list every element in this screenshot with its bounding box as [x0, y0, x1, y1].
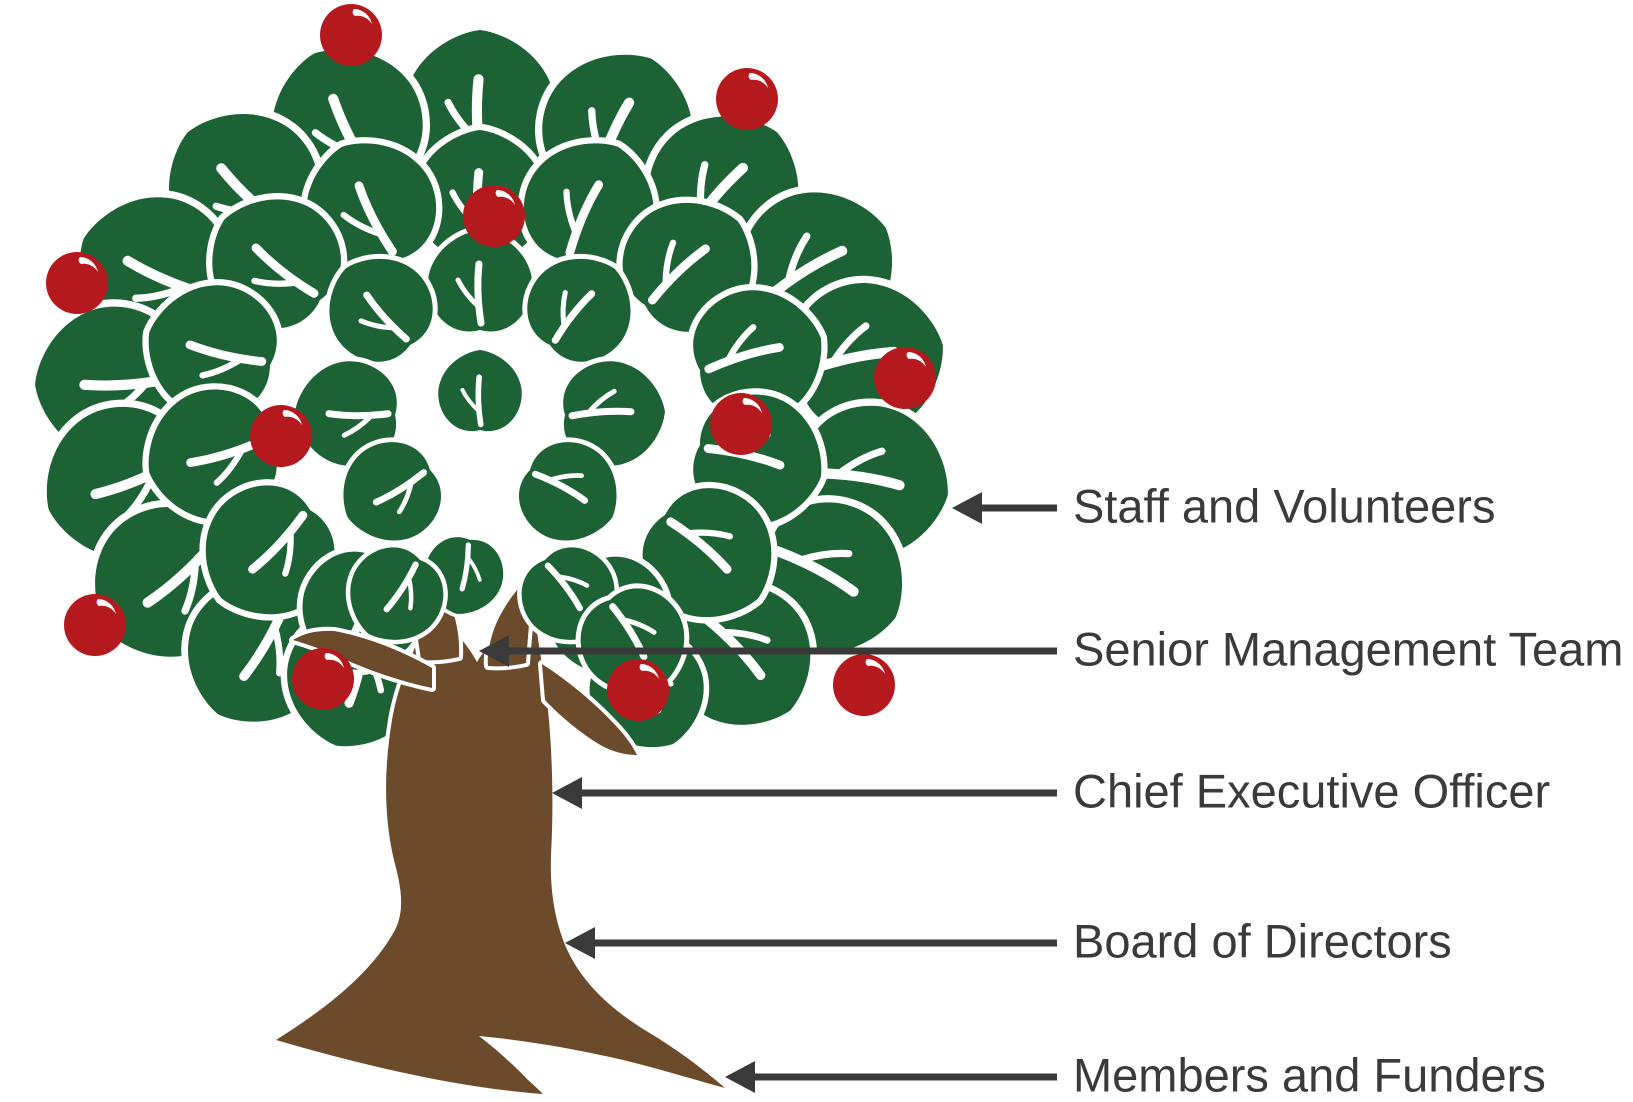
annotation-arrows	[479, 492, 1057, 1093]
leaf	[438, 350, 522, 431]
apple	[874, 347, 936, 409]
label-staff-and-volunteers: Staff and Volunteers	[1073, 479, 1496, 533]
branch-right-lower	[538, 660, 641, 759]
apple	[607, 659, 669, 721]
label-senior-management-team: Senior Management Team	[1073, 622, 1624, 676]
board-arrow	[565, 927, 1057, 959]
leaf	[428, 230, 532, 331]
apple	[64, 594, 126, 656]
label-members-and-funders: Members and Funders	[1073, 1048, 1546, 1102]
apple	[250, 405, 312, 467]
senior-arrow	[479, 635, 1057, 667]
apple	[46, 252, 108, 314]
apple	[320, 4, 382, 66]
label-chief-executive-officer: Chief Executive Officer	[1073, 764, 1551, 818]
members-arrow	[725, 1061, 1057, 1093]
branch-left-lower	[289, 626, 436, 692]
staff-arrow	[952, 492, 1057, 524]
apple	[463, 185, 525, 247]
chief-arrow	[552, 777, 1057, 809]
apple	[710, 393, 772, 455]
apple	[716, 68, 778, 130]
apple	[292, 648, 354, 710]
apple	[833, 654, 895, 716]
label-board-of-directors: Board of Directors	[1073, 914, 1452, 968]
